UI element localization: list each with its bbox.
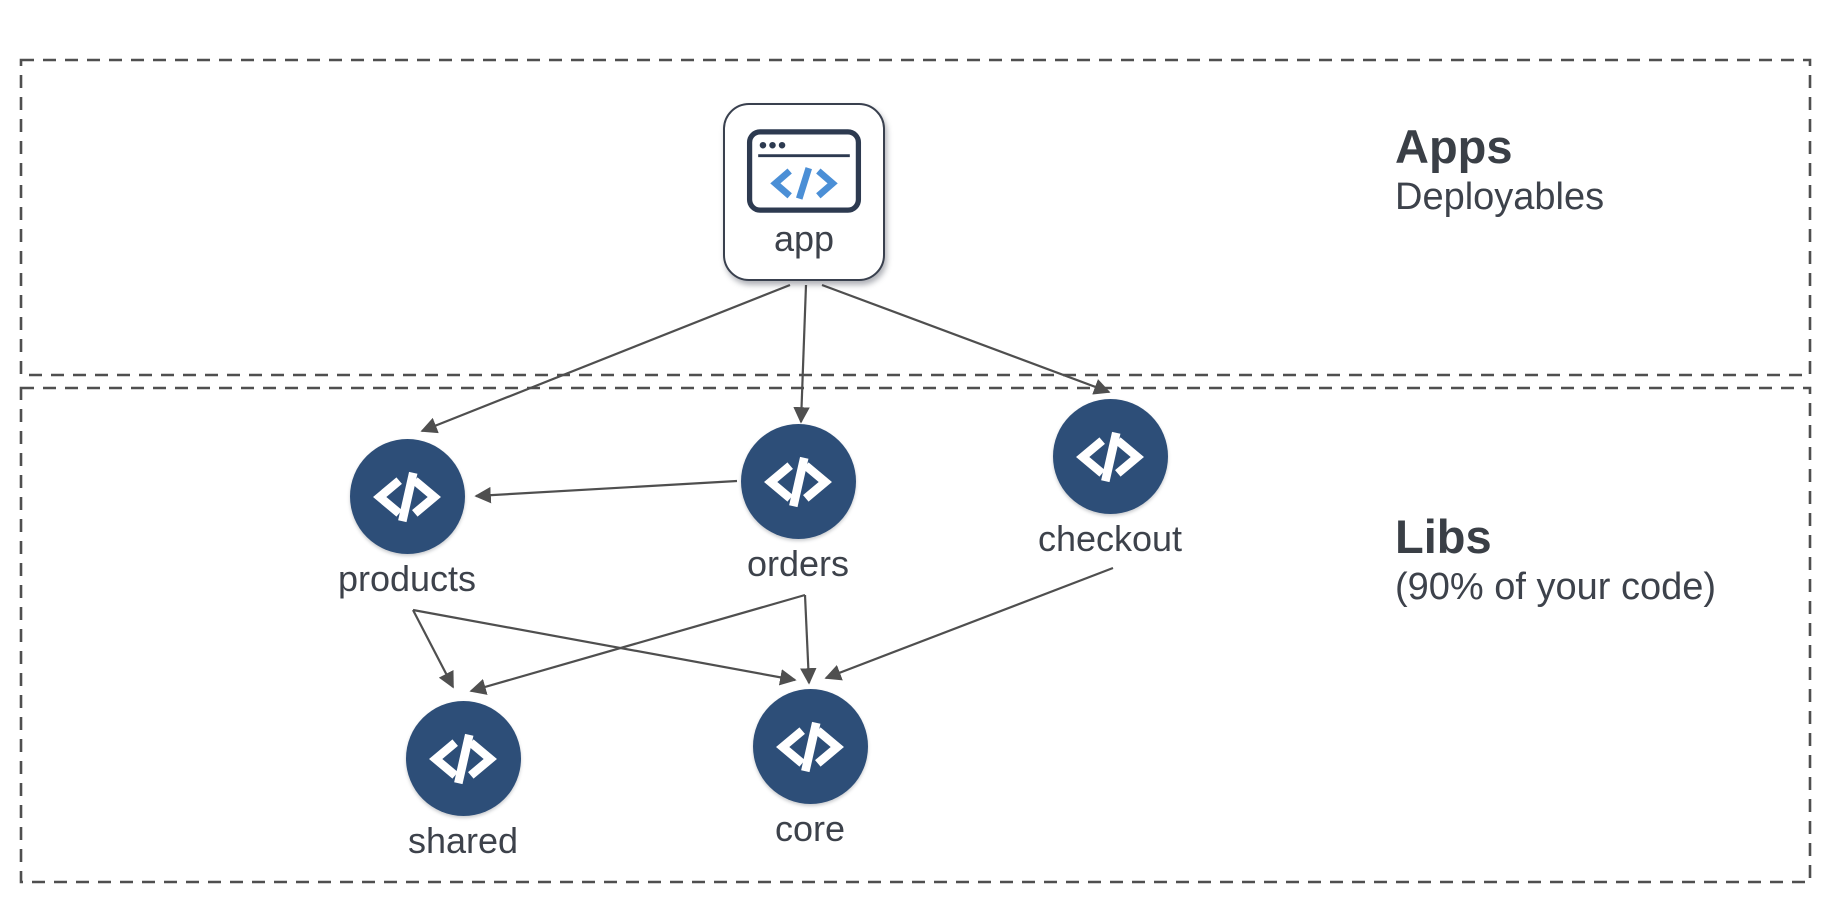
node-products-label: products	[337, 558, 477, 599]
libs-section-label: Libs (90% of your code)	[1395, 510, 1716, 610]
apps-section-subtitle: Deployables	[1395, 176, 1605, 218]
code-icon	[1076, 431, 1144, 482]
edge-products-core	[412, 608, 797, 686]
code-icon	[764, 456, 832, 507]
edge-orders-core	[800, 594, 817, 685]
browser-code-icon	[746, 129, 862, 213]
edge-orders-products	[474, 479, 738, 504]
core-circle	[752, 689, 868, 804]
code-icon	[373, 471, 441, 522]
libs-section-subtitle: (90% of your code)	[1395, 566, 1717, 608]
edge-app-checkout	[821, 283, 1111, 395]
apps-section-label: Apps Deployables	[1395, 120, 1604, 220]
checkout-circle	[1052, 399, 1168, 514]
node-checkout: checkout	[1025, 399, 1195, 559]
node-checkout-label: checkout	[1037, 518, 1183, 559]
node-core: core	[725, 689, 895, 849]
products-circle	[349, 439, 465, 554]
node-products: products	[322, 439, 492, 599]
edge-checkout-core	[824, 566, 1114, 681]
orders-circle	[740, 424, 856, 539]
node-shared-label: shared	[407, 820, 519, 861]
node-orders: orders	[713, 424, 883, 584]
code-icon	[776, 721, 844, 772]
node-app-label: app	[773, 218, 835, 259]
edge-app-products	[420, 283, 791, 434]
edge-orders-shared	[469, 593, 806, 695]
node-core-label: core	[774, 808, 846, 849]
code-icon	[429, 733, 497, 784]
shared-circle	[405, 701, 521, 816]
edge-products-shared	[412, 609, 454, 689]
node-shared: shared	[378, 701, 548, 861]
apps-section-border	[19, 58, 1812, 377]
edge-app-orders	[793, 284, 810, 424]
libs-section-border	[19, 386, 1812, 884]
node-app: app	[723, 103, 885, 281]
node-orders-label: orders	[746, 543, 850, 584]
apps-section-title: Apps	[1395, 120, 1513, 173]
libs-section-title: Libs	[1395, 510, 1492, 563]
